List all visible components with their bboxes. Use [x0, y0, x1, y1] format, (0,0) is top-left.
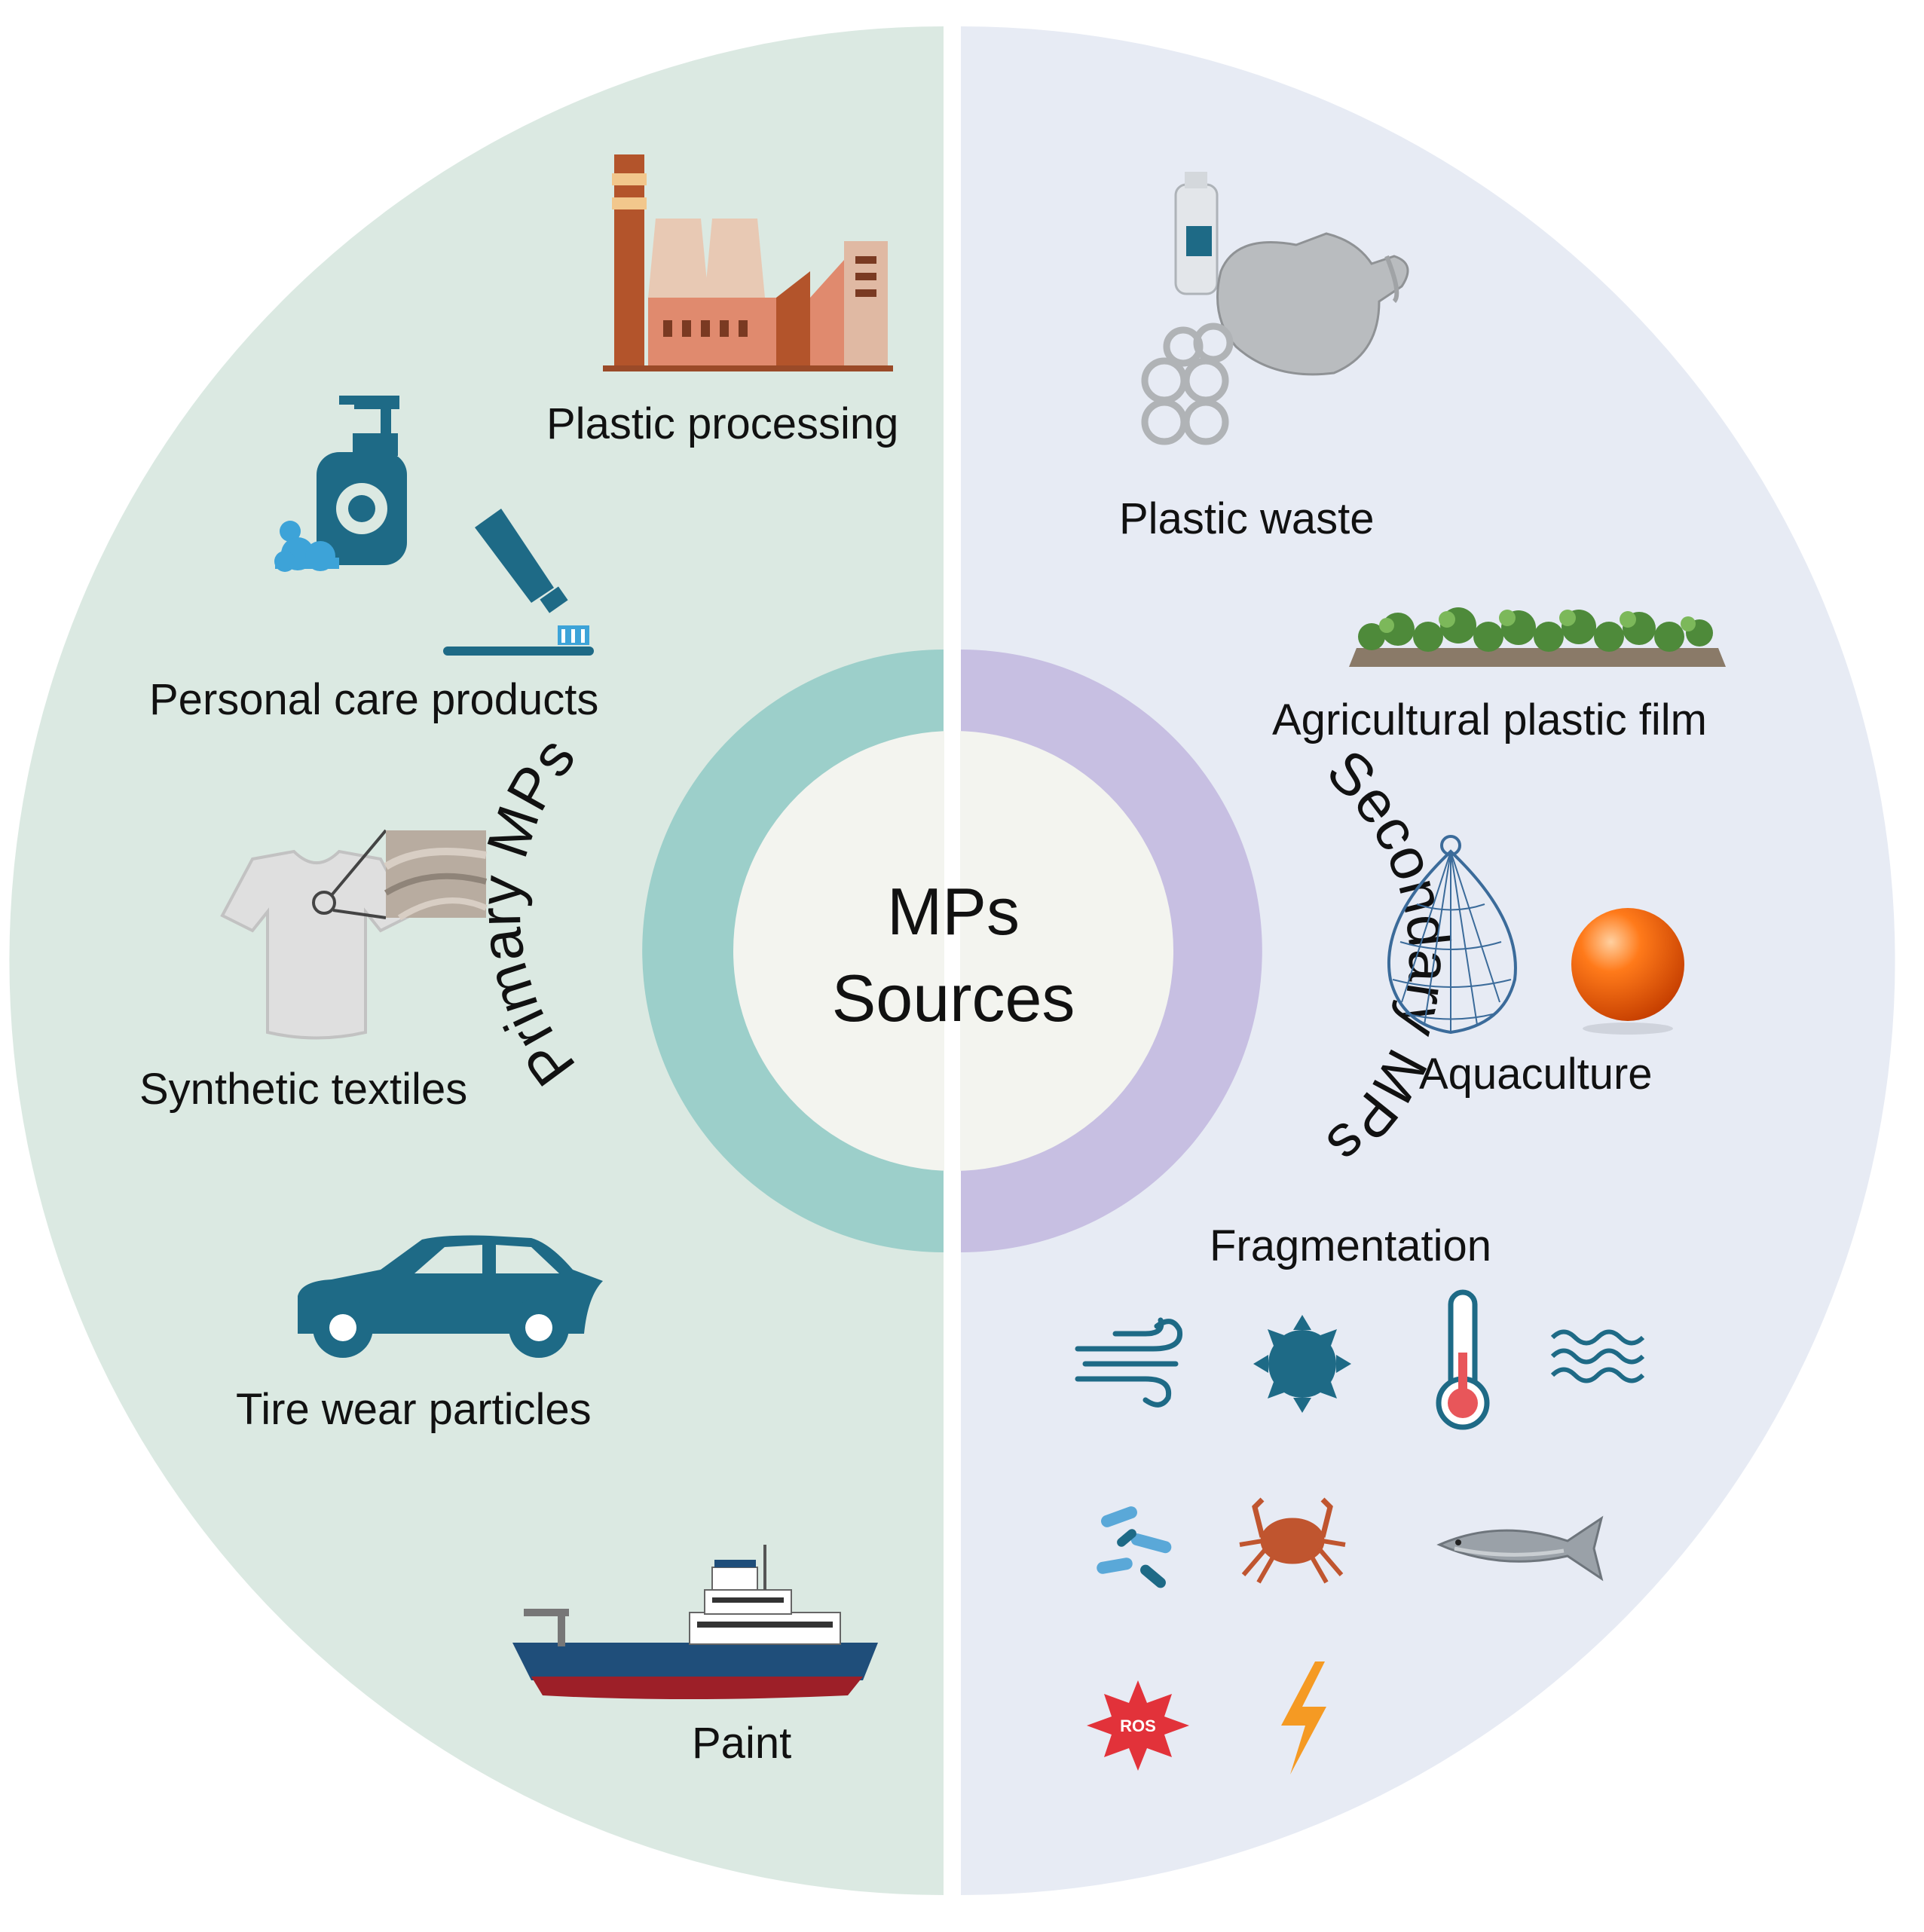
crop-field-icon — [1349, 607, 1726, 667]
thermometer-icon — [1436, 1289, 1490, 1430]
source-label-paint: Paint — [692, 1719, 791, 1768]
source-label-synthetic-textiles: Synthetic textiles — [139, 1065, 467, 1114]
center-title-line1: MPs — [887, 874, 1020, 949]
ros-burst-icon: ROS — [1087, 1680, 1189, 1771]
soap-toothpaste-icon — [274, 396, 594, 656]
source-label-plastic-waste: Plastic waste — [1119, 494, 1374, 543]
sun-icon — [1253, 1315, 1351, 1413]
source-label-agricultural-film: Agricultural plastic film — [1272, 695, 1707, 744]
plastic-waste-icon — [1141, 172, 1409, 445]
primary-half — [9, 26, 944, 1895]
bacteria-icon — [1097, 1506, 1172, 1588]
source-label-plastic-processing: Plastic processing — [546, 399, 898, 448]
factory-icon — [603, 154, 893, 371]
source-label-aquaculture: Aquaculture — [1419, 1050, 1653, 1099]
waves-icon — [1550, 1329, 1645, 1383]
crab-icon — [1239, 1497, 1346, 1584]
center-title-line2: Sources — [832, 961, 1075, 1035]
tshirt-fabric-icon — [220, 829, 488, 1040]
source-label-personal-care: Personal care products — [149, 675, 598, 724]
ros-label: ROS — [1120, 1716, 1156, 1735]
divider-line — [944, 0, 960, 1932]
ship-icon — [512, 1545, 878, 1699]
lightning-icon — [1281, 1661, 1326, 1775]
car-icon — [298, 1235, 603, 1358]
secondary-half — [961, 26, 1895, 1895]
fragmentation-title: Fragmentation — [1210, 1221, 1491, 1270]
net-buoy-icon — [1387, 835, 1684, 1035]
source-label-tire-wear: Tire wear particles — [236, 1385, 592, 1434]
fish-icon — [1436, 1515, 1604, 1582]
wind-icon — [1075, 1317, 1183, 1408]
